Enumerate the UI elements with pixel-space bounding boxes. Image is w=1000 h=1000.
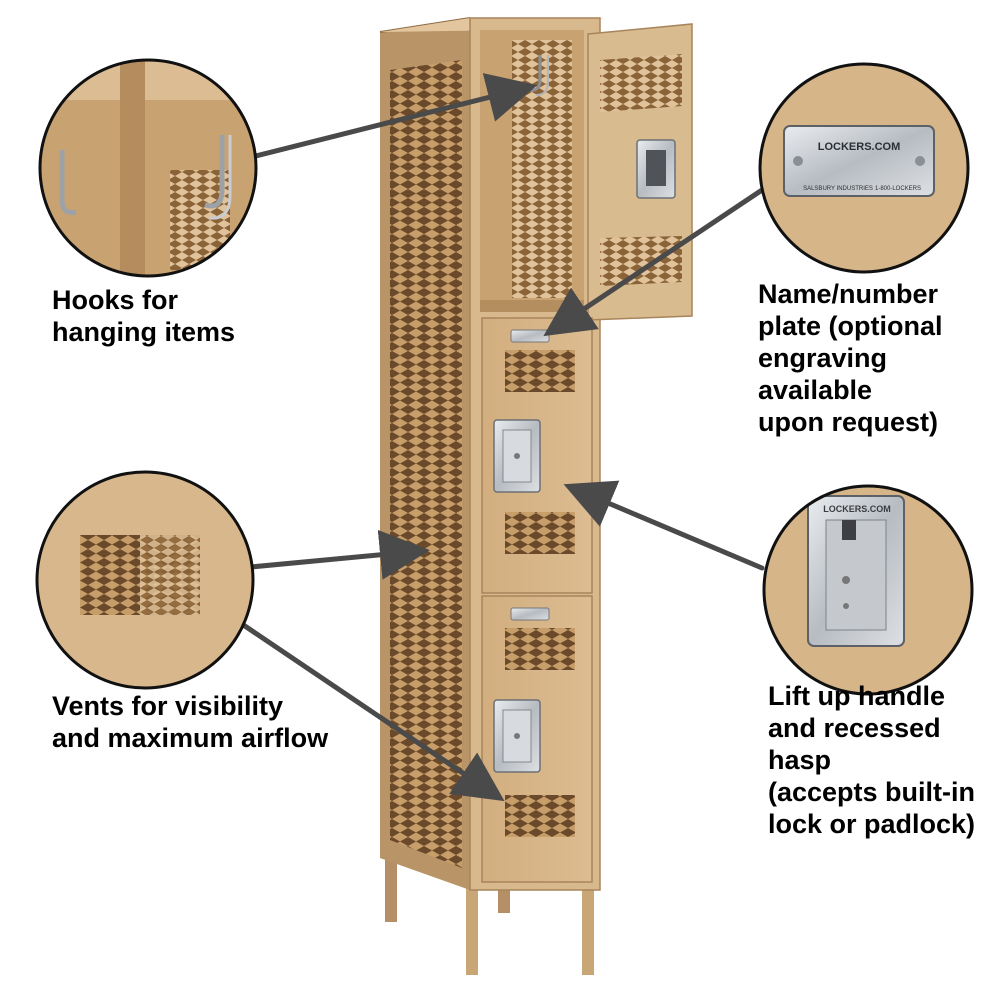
handle-callout-label: Lift up handle and recessed hasp (accept… [768, 681, 976, 839]
vents-detail-circle [35, 470, 255, 690]
locker [379, 17, 693, 975]
plate-maker-text: SALSBURY INDUSTRIES [803, 186, 873, 192]
plate-phone-text: 1-800-LOCKERS [875, 186, 921, 192]
handle-detail-circle [762, 484, 974, 696]
nameplate-callout-label: Name/number plate (optional engraving av… [758, 279, 943, 437]
hooks-callout-label: Hooks for hanging items [52, 285, 236, 347]
plate-brand-text: LOCKERS.COM [818, 141, 901, 153]
hasp-brand-text: LOCKERS.COM [823, 504, 891, 514]
callout-arrows [233, 73, 765, 802]
hooks-detail-circle [38, 58, 258, 278]
vents-callout-label: Vents for visibility and maximum airflow [52, 691, 329, 753]
nameplate-detail-circle [758, 62, 970, 274]
